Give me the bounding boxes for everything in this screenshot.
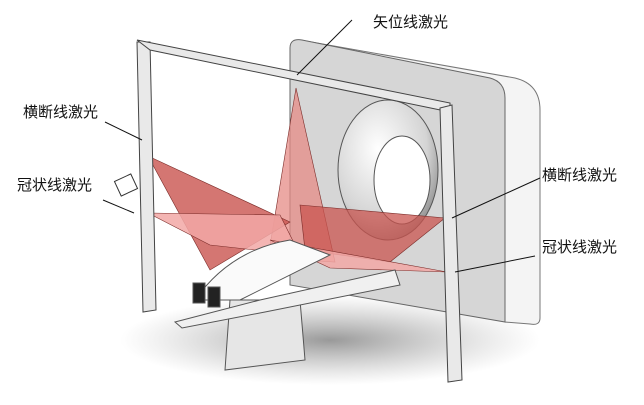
wall-laser-box (113, 173, 139, 197)
label-coronal-laser-right: 冠状线激光 (542, 238, 618, 256)
label-transverse-laser-right: 横断线激光 (542, 166, 618, 184)
laser-frame (113, 39, 463, 383)
label-sagittal-laser: 矢位线激光 (373, 13, 449, 31)
label-transverse-laser-left: 横断线激光 (23, 103, 99, 121)
frame-right-post (439, 104, 463, 383)
foot-rest-right (207, 286, 221, 308)
frame-left-post (136, 41, 157, 313)
leader-lines (102, 19, 541, 273)
label-coronal-laser-left: 冠状线激光 (17, 176, 93, 194)
foot-rest-left (192, 282, 206, 304)
laser-planes (147, 87, 448, 273)
patient-couch (173, 239, 401, 371)
gantry-bore (373, 135, 431, 225)
